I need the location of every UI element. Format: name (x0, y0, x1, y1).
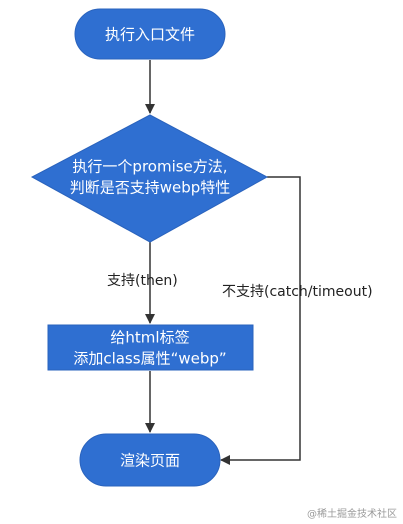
edge-label-not-supported: 不支持(catch/timeout) (222, 284, 373, 300)
edge-decision-to-render-no (220, 176, 301, 465)
edge-label-supported: 支持(then) (107, 273, 178, 289)
add-class-node-line2: 添加class属性“webp” (73, 350, 226, 368)
add-class-node-line1: 给html标签 (110, 329, 189, 347)
render-node: 渲染页面 (79, 433, 221, 487)
watermark: @稀土掘金技术社区 (307, 509, 397, 520)
add-class-node: 给html标签 添加class属性“webp” (47, 324, 254, 371)
start-node: 执行入口文件 (74, 8, 226, 60)
decision-node-line1: 执行一个promise方法, (72, 158, 227, 176)
render-node-label: 渲染页面 (120, 452, 180, 470)
decision-node-line2: 判断是否支持webp特性 (70, 179, 231, 197)
start-node-label: 执行入口文件 (105, 26, 195, 44)
decision-node: 执行一个promise方法, 判断是否支持webp特性 (30, 114, 269, 243)
